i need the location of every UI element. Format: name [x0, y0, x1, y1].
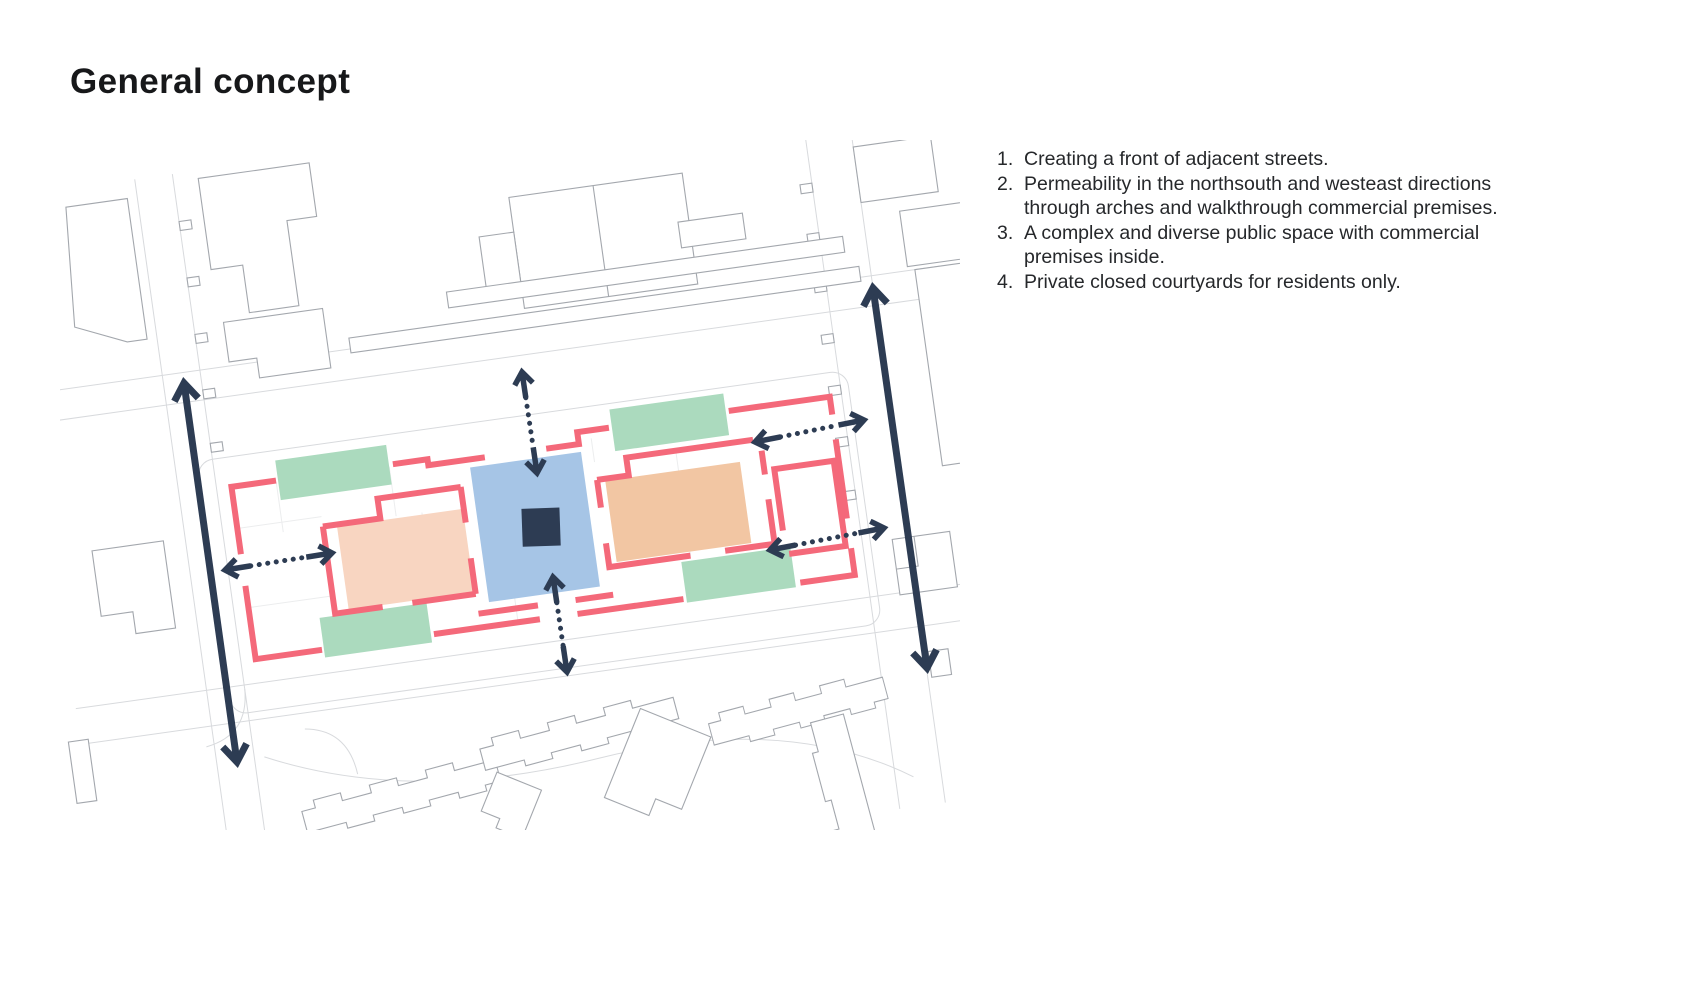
north-permeability-arrow — [512, 367, 547, 478]
concept-item-3: A complex and diverse public space with … — [997, 221, 1480, 269]
direction-arrows — [171, 282, 940, 768]
concept-item-1: Creating a front of adjacent streets. — [997, 147, 1329, 171]
green-area-top-right — [609, 393, 730, 452]
building-front-lines — [228, 393, 859, 663]
concept-item-4: Private closed courtyards for residents … — [997, 270, 1401, 294]
south-permeability-arrow — [543, 572, 577, 677]
west-street-arrow — [171, 377, 250, 768]
context-buildings — [65, 140, 960, 830]
rotated-map-group — [60, 140, 960, 830]
site-plan-map — [60, 140, 960, 830]
courtyard-east — [605, 461, 752, 562]
green-area-bottom-left — [319, 602, 433, 658]
page-title: General concept — [70, 62, 351, 101]
east-street-arrow — [860, 282, 940, 674]
green-area-bottom-right — [681, 546, 796, 603]
concept-list: Creating a front of adjacent streets. Pe… — [997, 147, 1525, 295]
courtyard-west — [337, 508, 475, 610]
east-middle-permeability-arrow — [765, 518, 889, 560]
green-area-top-left — [275, 444, 392, 501]
west-permeability-arrow — [220, 543, 337, 580]
east-upper-permeability-arrow — [750, 410, 869, 452]
plaza-center-square — [521, 507, 561, 547]
concept-item-2: Permeability in the northsouth and weste… — [997, 172, 1498, 220]
